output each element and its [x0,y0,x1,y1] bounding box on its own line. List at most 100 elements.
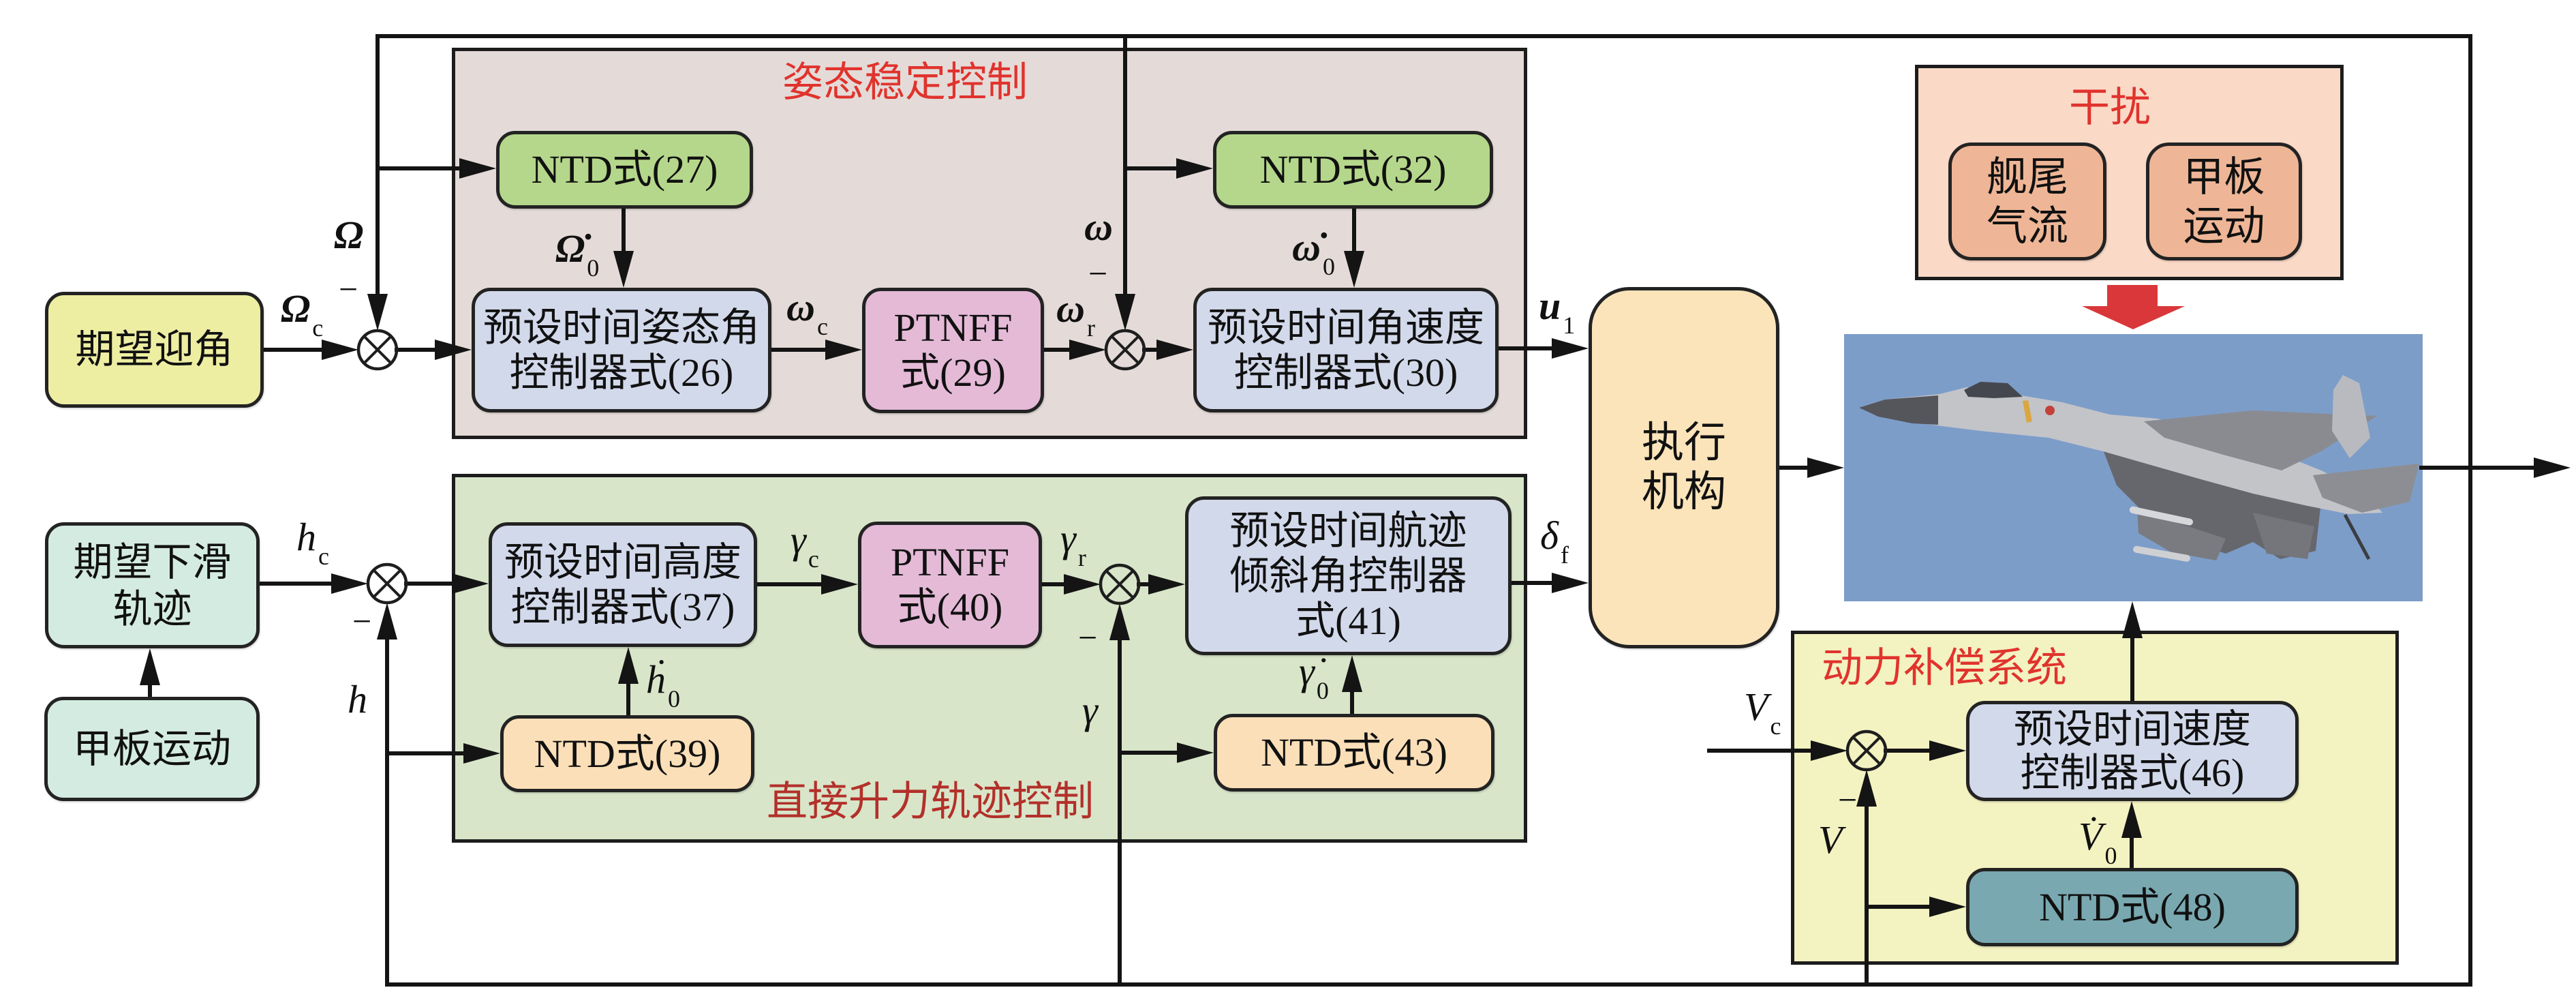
signal-subscript: 0 [587,254,600,282]
block-label-line: NTD式(39) [534,731,721,776]
ntd-27-block: NTD式(27) [496,131,753,209]
signal-label-omega-feedback: Ω [334,215,363,255]
signal-label-gamma-command: γc [791,517,819,572]
signal-subscript: r [1077,544,1086,571]
signal-symbol: Ω [334,213,364,257]
signal-label-rate-command: ωc [786,285,828,340]
signal-label-gamma-reference: γr [1060,516,1086,571]
block-label-line: 气流 [1987,203,2068,249]
signal-symbol: V [1818,817,1843,862]
summing-junction-attitude [356,329,399,371]
ntd-43-block: NTD式(43) [1214,714,1494,792]
summing-junction-altitude [366,562,408,605]
block-label-line: NTD式(27) [531,147,718,192]
signal-subscript: c [312,314,324,342]
block-label-line: NTD式(48) [2039,884,2226,929]
block-label-line: 控制器式(30) [1233,350,1458,395]
signal-label-h-dot-0: ḣ0 [646,657,680,712]
minus-sign-altitude: − [352,602,372,640]
signal-symbol: γ [1082,688,1098,732]
block-label-line: 舰尾 [1987,154,2068,200]
signal-label-h-feedback: h [348,680,367,719]
minus-sign-attitude: − [339,270,358,308]
lift-group-title: 直接升力轨迹控制 [767,779,1094,824]
signal-symbol: h [348,677,367,721]
deck-motion-disturbance-block: 甲板 运动 [2146,142,2302,260]
disturbance-group-title: 干扰 [2069,85,2151,130]
deck-motion-input-block: 甲板运动 [44,697,260,801]
signal-symbol: V [1744,685,1768,729]
jet-vertical-tail [2332,375,2370,458]
signal-subscript: 0 [668,685,680,712]
signal-symbol: Ω̇ [555,226,585,271]
signal-subscript: 1 [1563,312,1576,339]
block-label-line: 执行 [1641,420,1726,466]
signal-label-delta-f: δf [1540,513,1569,568]
block-label-line: 预设时间角速度 [1207,305,1484,350]
signal-subscript: 0 [1316,677,1329,704]
signal-symbol: ḣ [646,657,666,702]
signal-subscript: 0 [1322,253,1335,280]
actuator-block: 执行 机构 [1589,287,1779,648]
signal-label-v-command: Vc [1744,685,1781,739]
signal-symbol: u [1539,284,1561,328]
signal-label-omega-command: Ωc [281,286,323,341]
minus-sign-fpa: − [1078,618,1098,657]
signal-symbol: δ [1540,513,1559,558]
signal-symbol: V̇ [2079,814,2103,858]
signal-label-rate-reference: ωr [1056,286,1095,341]
signal-subscript: c [1770,712,1781,740]
block-label-line: 轨迹 [112,586,192,631]
block-label-line: 控制器式(46) [2020,750,2245,795]
signal-subscript: r [1086,314,1095,342]
ptnff-29-block: PTNFF 式(29) [862,288,1044,413]
attitude-group-title: 姿态稳定控制 [782,60,1028,105]
block-label-line: 式(29) [900,350,1006,395]
ntd-39-block: NTD式(39) [500,715,754,792]
jet-radome [1859,395,1938,425]
signal-label-v-dot-0: V̇0 [2079,814,2117,869]
block-label-line: 式(41) [1295,598,1401,643]
signal-symbol: γ [1060,516,1076,560]
signal-label-omega-dot-0: Ω̇0 [555,226,599,281]
attitude-angle-controller-block: 预设时间姿态角 控制器式(26) [472,288,771,412]
desired-glide-path-block: 期望下滑 轨迹 [45,522,260,648]
signal-subscript: c [816,313,828,340]
jet-landing-gear [2343,513,2371,560]
block-label-line: 甲板运动 [72,726,231,771]
ship-air-wake-block: 舰尾 气流 [1948,142,2106,260]
jet-canopy [1964,382,2023,398]
signal-symbol: ω [1084,205,1113,249]
block-label-line: 控制器式(26) [509,350,734,395]
signal-subscript: f [1560,541,1569,569]
block-label-line: PTNFF [890,540,1010,584]
signal-symbol: γ [791,517,806,562]
signal-symbol: Ω [281,286,311,331]
signal-label-rate-dot-0: ω̇0 [1292,228,1335,280]
signal-label-v-feedback: V [1818,820,1842,860]
signal-symbol: ω [786,285,815,329]
minus-sign-speed: − [1838,781,1858,819]
minus-sign-rate: − [1088,254,1108,292]
ntd-48-block: NTD式(48) [1966,868,2299,946]
block-label-line: 甲板 [2183,154,2265,200]
block-label-line: 运动 [2183,203,2265,249]
block-label-line: 预设时间速度 [2013,706,2251,751]
fighter-jet-icon [1859,375,2419,562]
signal-symbol: ω [1056,286,1085,331]
signal-label-gamma-feedback: γ [1082,691,1098,730]
block-label-line: 预设时间姿态角 [482,305,760,350]
power-group-title: 动力补偿系统 [1822,646,2067,691]
jet-roundel [2045,406,2055,415]
block-label-line: 机构 [1641,469,1726,515]
block-label-line: NTD式(32) [1259,147,1447,192]
speed-controller-block: 预设时间速度 控制器式(46) [1966,701,2299,801]
block-label-line: 期望下滑 [73,539,232,584]
disturbance-arrow-icon [2082,285,2185,329]
desired-aoa-block: 期望迎角 [45,292,264,408]
signal-label-gamma-dot-0: γ̇0 [1299,652,1329,704]
block-label-line: 预设时间高度 [504,539,741,584]
block-label-line: 式(40) [897,585,1003,629]
block-label-line: 倾斜角控制器 [1229,553,1467,598]
